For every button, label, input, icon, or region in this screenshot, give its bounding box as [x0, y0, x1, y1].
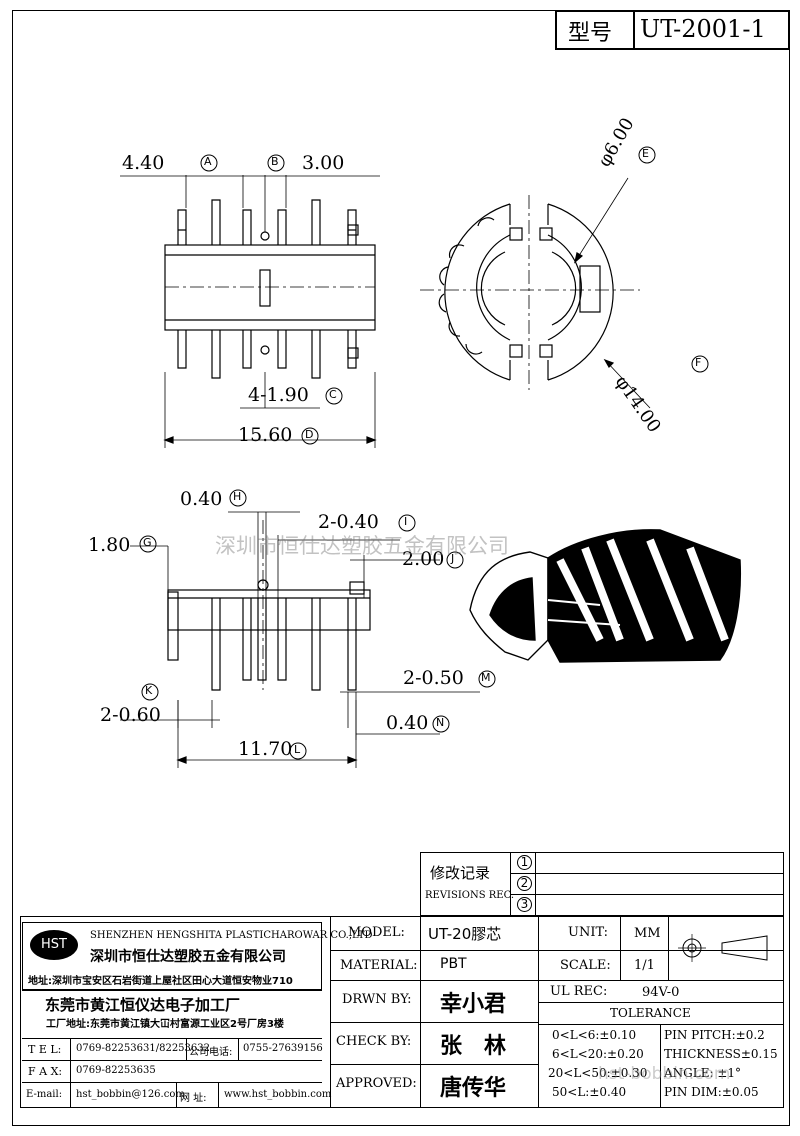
- dim-n: 0.40: [386, 712, 429, 734]
- scale-label: SCALE:: [560, 958, 611, 973]
- callout-letter: A: [204, 155, 212, 168]
- callout-letter: B: [271, 155, 279, 168]
- approved-value: 唐传华: [440, 1076, 507, 1101]
- material-label: MATERIAL:: [340, 958, 418, 973]
- side-view: [120, 511, 480, 768]
- callout-letter: K: [145, 684, 153, 697]
- dim-c: 4-1.90: [248, 384, 309, 406]
- drawn-value: 幸小君: [440, 992, 507, 1017]
- company-name-cn: 深圳市恒仕达塑胶五金有限公司: [90, 949, 286, 965]
- unit-value: MM: [634, 926, 661, 941]
- dim-k: 2-0.60: [100, 704, 161, 726]
- dim-d: 15.60: [238, 424, 293, 446]
- revision-row: 3: [517, 897, 532, 912]
- fax-value: 0769-82253635: [76, 1065, 156, 1076]
- callout-letter: D: [305, 428, 314, 441]
- top-view: [120, 175, 380, 448]
- dim-g: 1.80: [88, 534, 131, 556]
- angle: ANGLE: ±1°: [664, 1066, 742, 1080]
- projection-symbol: [678, 934, 768, 962]
- company-name-en: SHENZHEN HENGSHITA PLASTICHAROWAR CO.,LT…: [90, 930, 373, 941]
- isometric-view: [469, 529, 742, 663]
- company-box: [22, 922, 322, 990]
- callout-letter: I: [404, 515, 408, 528]
- ul-label: UL REC:: [550, 984, 608, 999]
- factory-name: 东莞市黄江恒仪达电子加工厂: [45, 996, 241, 1014]
- check-label: CHECK BY:: [336, 1034, 412, 1049]
- dim-i: 2-0.40: [318, 511, 379, 533]
- phone-value: 0755-27639156: [243, 1043, 323, 1054]
- revisions-label-en: REVISIONS REC.: [425, 890, 515, 901]
- tolerance-1: 0<L<6:±0.10: [552, 1028, 637, 1042]
- tolerance-label: TOLERANCE: [610, 1006, 691, 1020]
- email-value: hst_bobbin@126.com: [76, 1089, 185, 1100]
- dimension-callouts: [139, 146, 709, 760]
- technical-drawing: [120, 146, 742, 768]
- model-value: UT-20膠芯: [428, 925, 502, 943]
- end-view: [420, 177, 651, 409]
- factory-address: 工厂地址:东莞市黄江镇大冚村富源工业区2号厂房3楼: [46, 1019, 284, 1030]
- dim-h: 0.40: [180, 488, 223, 510]
- callout-letter: G: [143, 536, 152, 549]
- revision-row: 2: [517, 876, 532, 891]
- ul-value: 94V-0: [642, 985, 680, 1000]
- unit-label: UNIT:: [568, 925, 609, 940]
- callout-letter: F: [695, 356, 702, 369]
- email-label: E-mail:: [26, 1089, 63, 1100]
- tel-label: T E L:: [28, 1043, 62, 1056]
- revision-row: 1: [517, 855, 532, 870]
- sheet-border: [12, 10, 790, 1126]
- tolerance-3: 20<L<50:±0.30: [548, 1066, 648, 1080]
- drawn-label: DRWN BY:: [342, 992, 412, 1007]
- model-box-value: UT-2001-1: [640, 15, 766, 43]
- pin-dim: PIN DIM:±0.05: [664, 1085, 759, 1099]
- approved-label: APPROVED:: [336, 1076, 417, 1091]
- callout-letter: E: [642, 147, 649, 160]
- dim-b: 3.00: [302, 152, 345, 174]
- dim-l: 11.70: [238, 738, 293, 760]
- hst-logo: HST: [30, 930, 78, 960]
- fax-label: F A X:: [28, 1065, 63, 1078]
- web-label: 网 址:: [180, 1093, 207, 1104]
- title-block: [20, 916, 784, 1108]
- tolerance-2: 6<L<20:±0.20: [552, 1047, 644, 1061]
- callout-letter: M: [481, 671, 491, 684]
- tel-value: 0769-82253631/82253632: [76, 1043, 210, 1054]
- callout-letter: L: [294, 743, 301, 756]
- dim-a: 4.40: [122, 152, 165, 174]
- callout-letter: C: [329, 388, 337, 401]
- thickness: THICKNESS±0.15: [664, 1047, 778, 1061]
- watermark-url: hst-bobbin.com: [598, 1064, 731, 1084]
- revisions-table: [420, 852, 784, 916]
- callout-letter: H: [233, 490, 242, 503]
- web-value: www.hst_bobbin.com: [224, 1089, 332, 1100]
- model-label: MODEL:: [348, 925, 405, 940]
- tolerance-4: 50<L:±0.40: [552, 1085, 627, 1099]
- model-box-label: 型号: [568, 21, 613, 46]
- company-address: 地址:深圳市宝安区石岩街道上屋社区田心大道恒安物业710: [28, 976, 293, 987]
- scale-value: 1/1: [634, 958, 655, 973]
- revisions-label-cn: 修改记录: [430, 864, 491, 882]
- watermark: 深圳市恒仕达塑胶五金有限公司: [215, 534, 509, 558]
- phone-label: 公司电话:: [189, 1047, 233, 1058]
- callout-letter: J: [451, 552, 455, 565]
- model-box: [555, 10, 790, 50]
- pin-pitch: PIN PITCH:±0.2: [664, 1028, 765, 1042]
- callout-letter: N: [436, 716, 445, 729]
- material-value: PBT: [440, 956, 467, 972]
- check-value: 张 林: [440, 1034, 507, 1059]
- dim-j: 2.00: [402, 548, 445, 570]
- dim-m: 2-0.50: [403, 667, 464, 689]
